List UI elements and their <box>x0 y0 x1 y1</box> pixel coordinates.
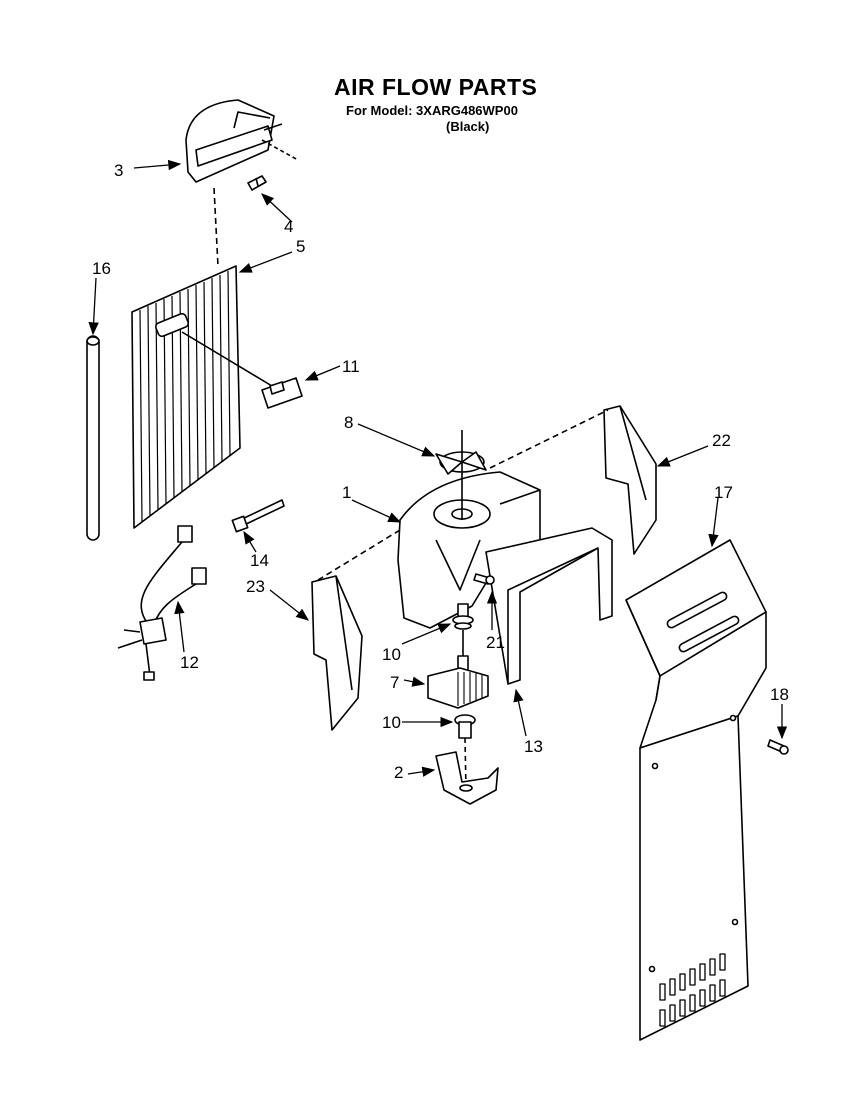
callout-1: 1 <box>342 483 351 502</box>
part-screw-18 <box>767 739 789 755</box>
part-liner-duct-17 <box>625 539 767 1041</box>
part-screw-21 <box>473 573 495 585</box>
callout-7: 7 <box>390 673 399 692</box>
callout-labels: 3 4 5 16 11 8 22 1 17 14 23 21 10 12 7 1… <box>92 161 789 782</box>
part-air-duct-cover <box>185 99 299 183</box>
part-side-duct-23 <box>311 575 363 731</box>
callout-17: 17 <box>714 483 733 502</box>
part-grommet-upper <box>452 603 474 630</box>
callout-4: 4 <box>284 217 293 236</box>
callout-18: 18 <box>770 685 789 704</box>
callout-21: 21 <box>486 633 505 652</box>
callout-8: 8 <box>344 413 353 432</box>
callout-13: 13 <box>524 737 543 756</box>
color-line: (Black) <box>446 119 490 134</box>
leader-lines <box>88 159 788 777</box>
part-motor-bracket <box>435 751 499 805</box>
callout-12: 12 <box>180 653 199 672</box>
callout-11: 11 <box>342 357 360 376</box>
part-fan-motor <box>427 630 489 709</box>
model-line: For Model: 3XARG486WP00 <box>346 103 518 118</box>
part-upper-duct-22 <box>603 405 657 555</box>
part-evaporator-cover-panel <box>131 265 273 529</box>
part-fan-housing <box>397 471 541 629</box>
callout-16: 16 <box>92 259 111 278</box>
part-screw-4 <box>247 175 267 191</box>
callout-23: 23 <box>246 577 265 596</box>
diagram-title: AIR FLOW PARTS <box>334 74 538 100</box>
callout-22: 22 <box>712 431 731 450</box>
part-fan-blade <box>435 430 487 520</box>
part-drain-tube <box>86 335 100 541</box>
callout-2: 2 <box>394 763 403 782</box>
callout-10-lower: 10 <box>382 713 401 732</box>
callout-10-upper: 10 <box>382 645 401 664</box>
part-air-duct-13 <box>485 527 613 685</box>
callout-14: 14 <box>250 551 269 570</box>
callout-5: 5 <box>296 237 305 256</box>
part-terminator-14 <box>231 499 285 533</box>
callout-3: 3 <box>114 161 123 180</box>
part-clip-11 <box>261 377 303 409</box>
part-grommet-lower <box>454 714 476 739</box>
part-wiring-harness <box>117 525 207 681</box>
